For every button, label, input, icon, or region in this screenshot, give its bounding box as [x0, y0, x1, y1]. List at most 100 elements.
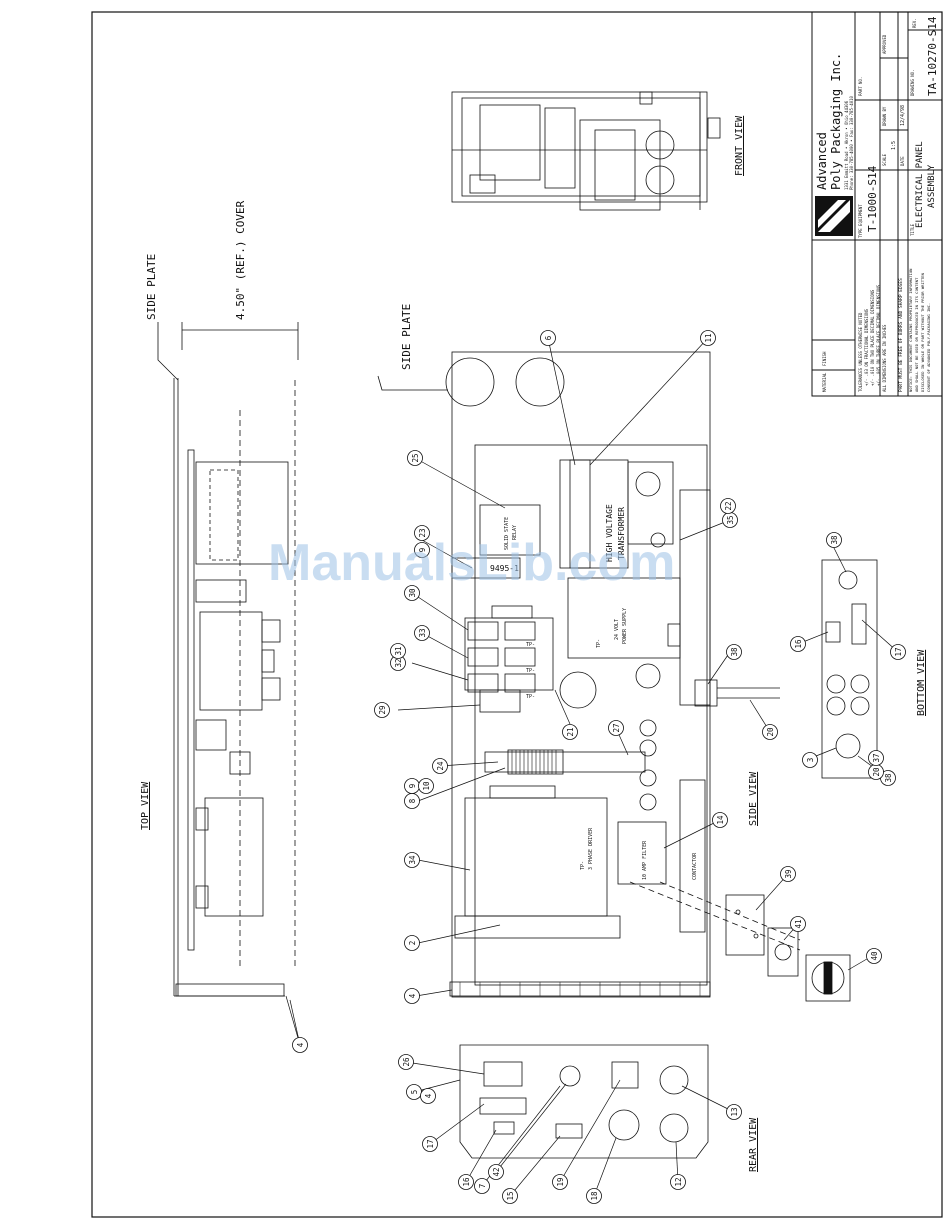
balloon-circle [414, 542, 430, 558]
balloon-circle [802, 752, 818, 768]
balloon-circle [720, 498, 736, 514]
side-plate-mid-leader [377, 375, 448, 391]
balloon-number: 9 [418, 548, 427, 553]
balloon-5: 5 [406, 1084, 422, 1100]
side-view-label: SIDE VIEW [748, 771, 759, 826]
balloon-7: 7 [474, 1178, 490, 1194]
balloon-29: 29 [374, 702, 390, 718]
balloon-number: 19 [556, 1177, 565, 1186]
watermark: ManualsLib.com [268, 534, 675, 592]
balloon-number: 39 [784, 869, 793, 878]
balloon-17: 17 [890, 644, 906, 660]
balloon-number: 24 [436, 761, 445, 771]
balloon-number: 32 [394, 658, 403, 667]
balloon-9: 9 [404, 778, 420, 794]
company-phone: Phone: 330-785-4000 • Fax: 330-785-4010 [849, 95, 854, 190]
side-view [445, 351, 801, 998]
balloon-number: 22 [724, 501, 733, 510]
balloon-circle [432, 758, 448, 774]
filter-label: 10 AMP FILTER [642, 840, 648, 880]
balloon-4: 4 [404, 988, 420, 1004]
balloon-15: 15 [502, 1188, 518, 1204]
tp-label-d: TP- [596, 639, 602, 648]
balloon-22: 22 [720, 498, 736, 514]
balloon-18: 18 [586, 1188, 602, 1204]
balloon-number: 7 [478, 1184, 487, 1189]
balloon-3: 3 [802, 752, 818, 768]
balloon-circle [414, 625, 430, 641]
balloon-circle [404, 852, 420, 868]
balloon-number: 12 [674, 1177, 683, 1186]
top-view [173, 378, 301, 1046]
balloon-41: 41 [790, 916, 806, 932]
notice-line-3: DISCLOSED IN WHOLE OR PART WITHOUT THE P… [920, 272, 925, 392]
balloon-circle [404, 935, 420, 951]
tolerance-line-5: ALL DIMENSIONS ARE IN INCHES [882, 324, 887, 392]
hv-transformer-label-1: HIGH VOLTAGE [605, 504, 614, 562]
balloon-circle [407, 450, 423, 466]
balloon-number: 17 [426, 1139, 435, 1148]
balloon-circle [586, 1188, 602, 1204]
balloon-40: 40 [866, 948, 882, 964]
notice-line-4: CONSENT OF ADVANCED POLY-PACKAGING INC. [926, 303, 931, 392]
balloon-number: 4 [424, 1093, 433, 1098]
bottom-view-label: BOTTOM VIEW [916, 649, 927, 716]
scale-value: 1:5 [891, 141, 897, 150]
balloon-circle [474, 1178, 490, 1194]
drawing-border [91, 11, 943, 1218]
balloon-number: 18 [590, 1191, 599, 1201]
balloon-number: 6 [544, 335, 553, 340]
balloon-circle [826, 532, 842, 548]
date-label: DATE [900, 156, 905, 166]
tp-label-a: TP- [526, 642, 535, 648]
balloon-circle [540, 330, 556, 346]
balloon-11: 11 [700, 330, 716, 346]
balloon-31: 31 [390, 643, 406, 659]
balloon-circle [726, 644, 742, 660]
balloon-circle [390, 643, 406, 659]
burrs-note: PART MUST BE FREE OF BURRS AND SHARP EDG… [898, 278, 904, 392]
drawing-number: TA-10270-S14 [926, 16, 939, 96]
balloon-number: 8 [408, 798, 417, 803]
balloon-circle [790, 916, 806, 932]
filter-10-amp [617, 821, 667, 885]
balloon-16: 16 [458, 1174, 474, 1190]
balloon-27: 27 [608, 720, 624, 736]
balloon-circle [414, 525, 430, 541]
balloon-number: 35 [726, 515, 735, 524]
company-logo [815, 196, 853, 236]
balloon-25: 25 [407, 450, 423, 466]
balloon-number: 34 [408, 855, 417, 865]
balloon-10: 10 [418, 778, 434, 794]
type-equipment-label: TYPE EQUIPMENT [858, 204, 863, 238]
balloon-number: 38 [730, 647, 739, 657]
balloon-4: 4 [420, 1088, 436, 1104]
balloon-number: 4 [408, 993, 417, 998]
balloon-38: 38 [826, 532, 842, 548]
title-label: TITLE [910, 223, 915, 236]
balloon-number: 30 [408, 588, 417, 598]
date-value: 12/4/98 [900, 105, 906, 126]
tp-label-e: TP- [580, 861, 586, 870]
balloon-circle [700, 330, 716, 346]
title-block: Advanced Poly Packaging Inc. 1331 Emmitt… [811, 11, 943, 397]
balloon-number: 33 [418, 628, 427, 637]
balloon-circle [790, 636, 806, 652]
balloon-number: 4 [296, 1042, 305, 1047]
balloon-number: 5 [410, 1090, 419, 1095]
balloon-circle [488, 1164, 504, 1180]
balloon-16: 16 [790, 636, 806, 652]
balloon-37: 37 [868, 750, 884, 766]
title-line1: ELECTRICAL PANEL [915, 141, 925, 228]
balloon-circle [890, 644, 906, 660]
balloon-19: 19 [552, 1174, 568, 1190]
balloon-number: 38 [884, 773, 893, 783]
balloon-14: 14 [712, 812, 728, 828]
rear-view [459, 1044, 709, 1159]
ssr-label-1: SOLID STATE [504, 517, 510, 550]
company-address: 1331 Emmitt Road • Akron • Ohio 44306 [844, 100, 849, 190]
balloon-42: 42 [488, 1164, 504, 1180]
balloon-number: 15 [506, 1191, 515, 1200]
